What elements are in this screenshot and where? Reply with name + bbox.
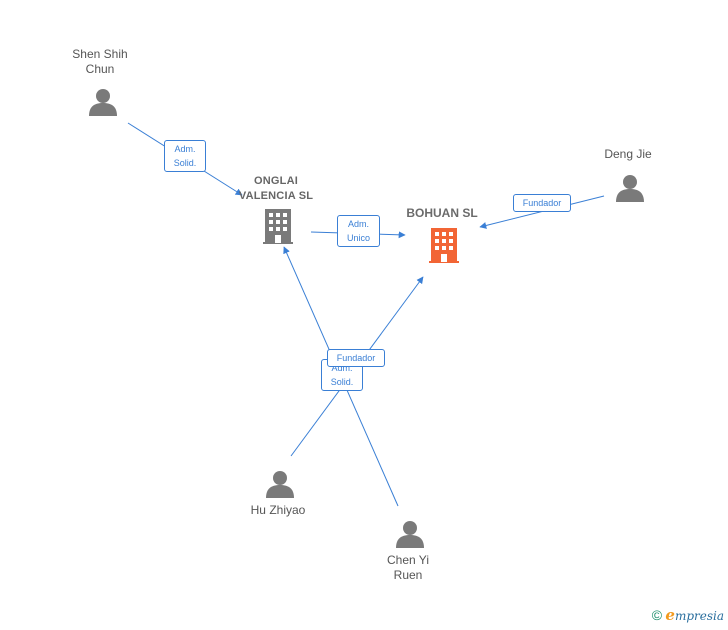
node-label: BOHUAN SL bbox=[406, 206, 478, 220]
node-label: Deng Jie bbox=[604, 147, 652, 161]
edge-label-chen-bohuan[interactable]: Fundador bbox=[327, 349, 385, 367]
node-label: ONGLAI VALENCIA SL bbox=[238, 175, 314, 202]
building-icon[interactable] bbox=[263, 209, 293, 244]
person-icon[interactable] bbox=[616, 175, 644, 202]
copyright-symbol: © bbox=[651, 607, 663, 623]
empresia-logo: © empresia bbox=[652, 606, 724, 624]
node-deng-jie[interactable]: Deng Jie bbox=[590, 147, 666, 162]
node-label: Shen Shih Chun bbox=[72, 47, 128, 76]
node-shen-shih-chun[interactable]: Shen Shih Chun bbox=[60, 47, 140, 77]
node-chen-yi-ruen[interactable]: Chen Yi Ruen bbox=[368, 553, 448, 583]
node-label: Hu Zhiyao bbox=[250, 503, 306, 517]
building-icon[interactable] bbox=[429, 228, 459, 263]
node-hu-zhiyao[interactable]: Hu Zhiyao bbox=[238, 503, 318, 518]
edge-label-onglai-bohuan[interactable]: Adm. Unico bbox=[337, 215, 380, 247]
person-icon[interactable] bbox=[266, 471, 294, 498]
edge-label-shen-onglai[interactable]: Adm. Solid. bbox=[164, 140, 206, 172]
brand-e: e bbox=[665, 606, 675, 624]
person-icon[interactable] bbox=[396, 521, 424, 548]
person-icon[interactable] bbox=[89, 89, 117, 116]
node-label: Chen Yi Ruen bbox=[386, 553, 430, 582]
brand-name: mpresia bbox=[674, 609, 724, 623]
node-onglai-valencia[interactable]: ONGLAI VALENCIA SL bbox=[228, 174, 324, 204]
node-bohuan[interactable]: BOHUAN SL bbox=[396, 206, 488, 221]
edge-label-deng-bohuan[interactable]: Fundador bbox=[513, 194, 571, 212]
